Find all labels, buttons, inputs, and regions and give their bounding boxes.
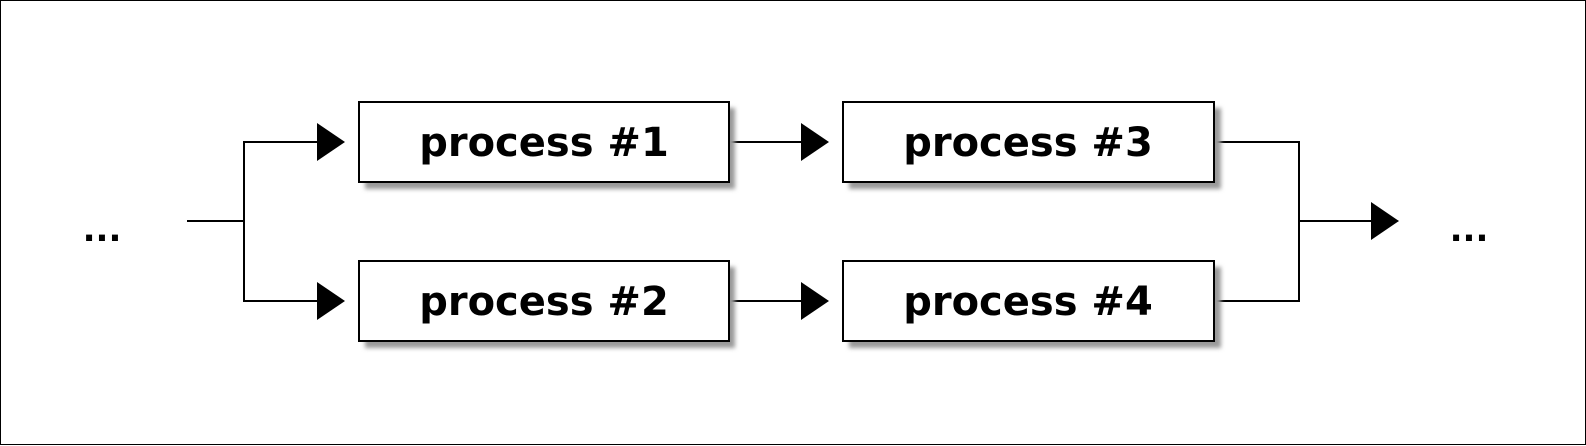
arrowhead-output	[1371, 202, 1399, 240]
edge-input-to-process-1	[243, 141, 319, 221]
process-3-box	[842, 101, 1215, 183]
edge-input-to-process-2	[243, 221, 319, 302]
arrowheads	[317, 123, 1399, 320]
input-ellipsis: ...	[83, 210, 122, 250]
arrowhead-process-1	[317, 123, 345, 161]
process-1-box	[358, 101, 730, 183]
process-2-box	[358, 260, 730, 342]
process-1-label: process #1	[419, 120, 669, 166]
arrowhead-process-2	[317, 282, 345, 320]
process-4-label: process #4	[903, 279, 1153, 325]
edge-merge-outputs	[1215, 141, 1300, 302]
process-2-label: process #2	[419, 279, 669, 325]
output-ellipsis: ...	[1450, 210, 1489, 250]
node-boxes	[358, 101, 1215, 342]
process-4-box	[842, 260, 1215, 342]
arrowhead-process-4	[801, 282, 829, 320]
connectors	[187, 141, 1373, 302]
process-3-label: process #3	[903, 120, 1153, 166]
arrowhead-process-3	[801, 123, 829, 161]
